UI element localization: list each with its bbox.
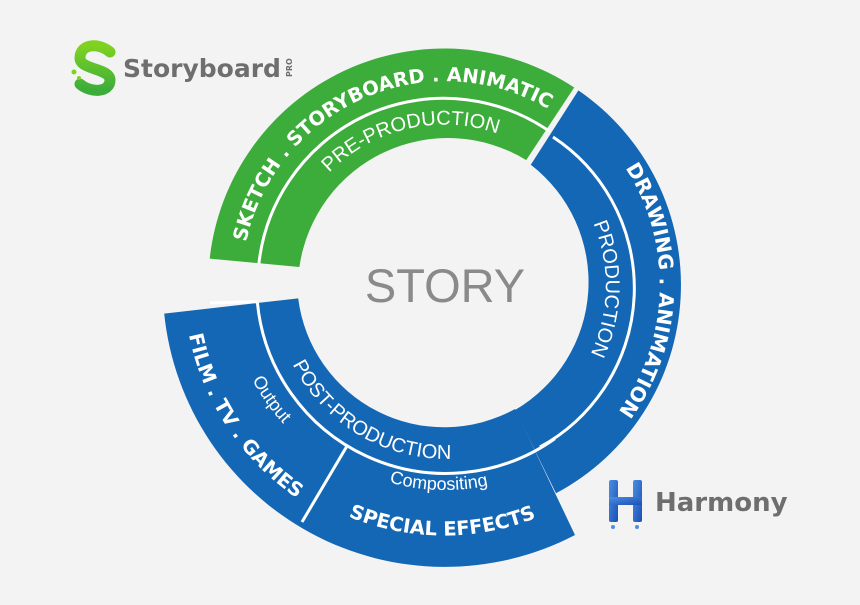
production-segment xyxy=(515,90,681,494)
production-divider xyxy=(539,135,636,449)
post-production-divider xyxy=(255,301,556,475)
storyboard-s-icon xyxy=(71,40,116,96)
post-production-band xyxy=(164,298,575,567)
post-production-split-line-2 xyxy=(300,445,349,523)
production-band xyxy=(515,90,681,494)
storyboard-logo-name: Storyboard xyxy=(123,54,281,83)
pre-production-divider xyxy=(257,96,551,265)
post-production-segment xyxy=(164,298,575,567)
center-story-label: STORY xyxy=(365,259,525,312)
pre-production-segment xyxy=(209,48,575,267)
harmony-logo-name: Harmony xyxy=(655,488,788,518)
storyboard-logo-badge: PRO xyxy=(285,58,294,77)
harmony-logo: Harmony xyxy=(609,480,788,529)
storyboard-pro-logo: Storyboard PRO xyxy=(71,40,294,96)
post-production-split-line-1 xyxy=(209,300,258,305)
harmony-h-icon xyxy=(609,480,642,529)
